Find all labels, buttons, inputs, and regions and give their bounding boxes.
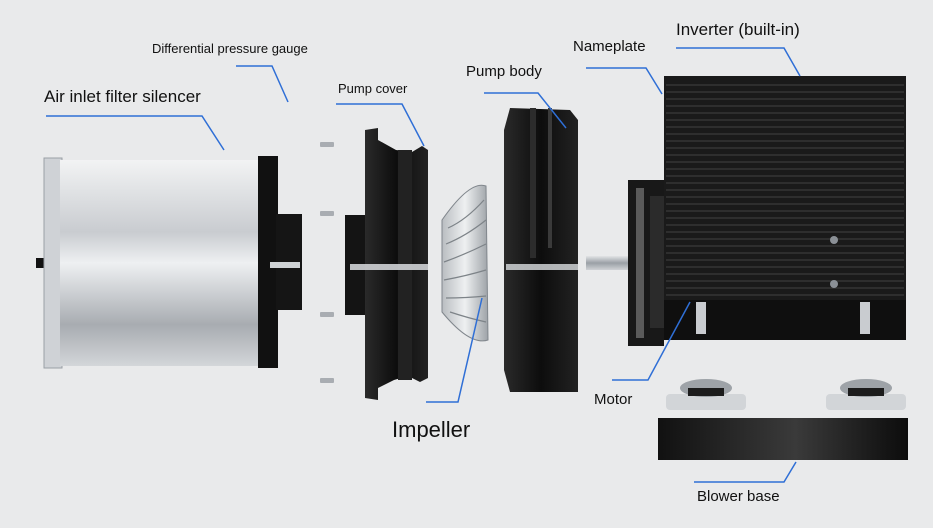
leader-pump-body (484, 92, 567, 129)
inverter-fin (666, 245, 904, 247)
inverter-fin (666, 168, 904, 170)
leader-differential-pressure-gauge (236, 65, 289, 103)
leader-motor (612, 301, 691, 381)
inverter-fin (666, 112, 904, 114)
inverter-fin (666, 217, 904, 219)
inverter-fin (666, 252, 904, 254)
inverter-fin (666, 231, 904, 233)
pump-body-part (504, 108, 578, 392)
inverter-fin (666, 126, 904, 128)
inverter-fin (666, 147, 904, 149)
blower-base-part (658, 418, 908, 460)
leader-lines (46, 47, 801, 483)
inverter-fin (666, 294, 904, 296)
label-blower-base: Blower base (697, 488, 780, 505)
inverter-fin (666, 224, 904, 226)
inverter-fin (666, 280, 904, 282)
inverter-fin (666, 287, 904, 289)
inverter-fin (666, 266, 904, 268)
inverter-fin (666, 203, 904, 205)
inverter-fin (666, 98, 904, 100)
inverter-fin (666, 133, 904, 135)
inverter-fin (666, 196, 904, 198)
leader-inverter (676, 47, 801, 77)
leader-blower-base (694, 461, 797, 483)
label-pump-body: Pump body (466, 63, 542, 80)
leader-pump-cover (336, 103, 425, 147)
inverter-fin (666, 91, 904, 93)
inverter-fin (666, 238, 904, 240)
inverter-fin (666, 84, 904, 86)
label-air-inlet-filter-silencer: Air inlet filter silencer (44, 87, 201, 106)
leader-impeller (426, 297, 483, 403)
label-impeller: Impeller (392, 417, 471, 442)
impeller-part (441, 184, 489, 342)
inverter-fin (666, 105, 904, 107)
inverter-fin (666, 189, 904, 191)
inverter-fin (666, 175, 904, 177)
motor-part (586, 180, 664, 346)
label-motor: Motor (594, 391, 633, 408)
label-nameplate: Nameplate (573, 38, 646, 55)
inverter-fin (666, 161, 904, 163)
screws (320, 142, 334, 383)
label-inverter: Inverter (built-in) (676, 20, 800, 39)
inverter-part (664, 76, 906, 340)
inverter-fin (666, 119, 904, 121)
label-pump-cover: Pump cover (338, 81, 408, 96)
label-differential-pressure-gauge: Differential pressure gauge (152, 41, 308, 56)
inverter-fin (666, 259, 904, 261)
leader-nameplate (586, 67, 663, 95)
inverter-fin (666, 154, 904, 156)
inverter-fin (666, 210, 904, 212)
leader-air-inlet-filter-silencer (46, 115, 225, 151)
inverter-fin (666, 140, 904, 142)
inverter-fin (666, 273, 904, 275)
inverter-fin (666, 182, 904, 184)
pump-cover-part (345, 128, 428, 400)
inverter-fins (666, 84, 904, 296)
air-inlet-filter-silencer-part (36, 156, 302, 369)
anti-vibration-mounts (666, 379, 906, 410)
